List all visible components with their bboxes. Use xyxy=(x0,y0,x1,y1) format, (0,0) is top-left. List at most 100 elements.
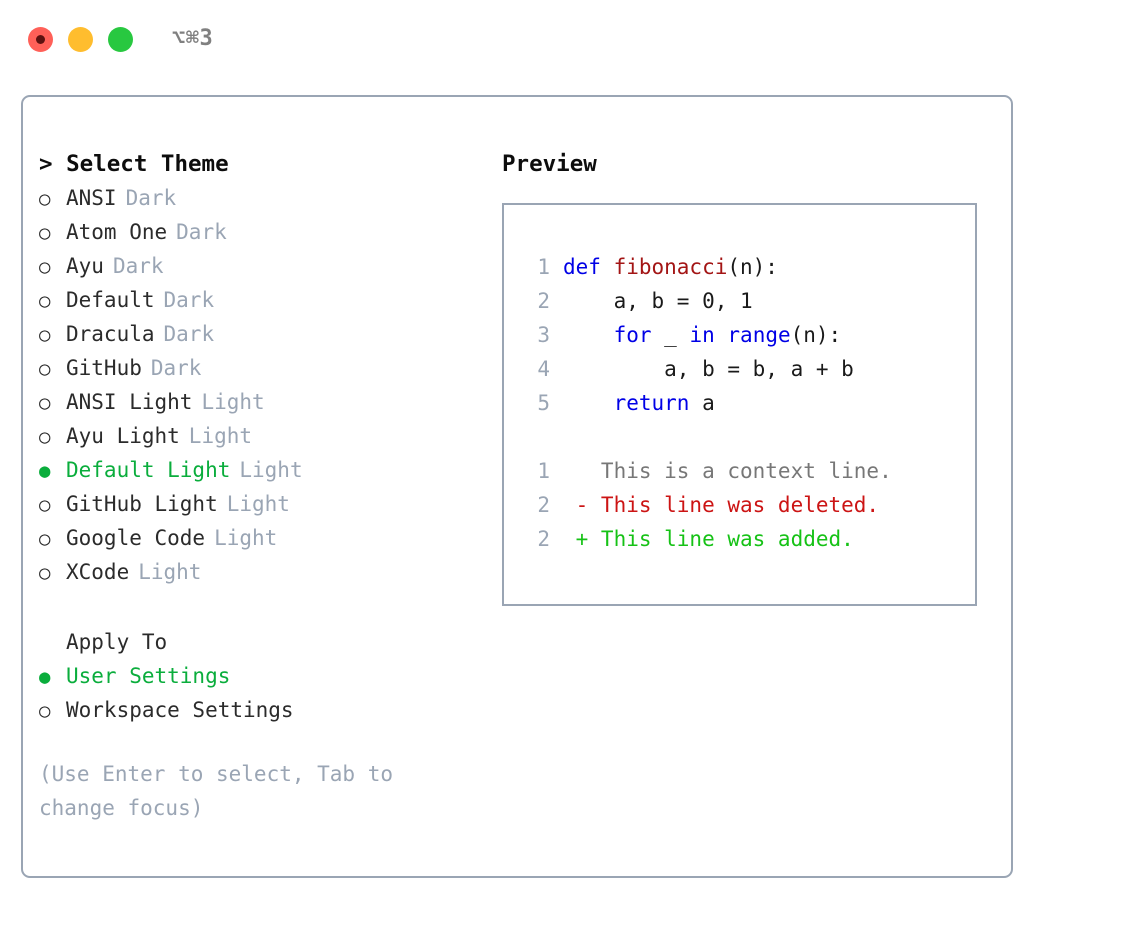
apply-to-label: Workspace Settings xyxy=(66,698,294,722)
radio-icon: ○ xyxy=(39,494,51,516)
token-keyword: def xyxy=(563,255,614,279)
app-window: > Select Theme ○ ANSI Dark ○ Atom One Da… xyxy=(21,95,1013,878)
code-text: def fibonacci(n): xyxy=(563,250,778,284)
radio-icon: ○ xyxy=(39,358,51,380)
theme-option-github-light[interactable]: ○ GitHub Light Light xyxy=(39,487,479,521)
theme-kind: Light xyxy=(226,492,290,516)
close-button[interactable] xyxy=(28,26,53,52)
title-bar: ⌥⌘3 xyxy=(0,0,1140,78)
window-content: > Select Theme ○ ANSI Dark ○ Atom One Da… xyxy=(23,97,1011,876)
code-line: 3 for _ in range(n): xyxy=(516,318,975,352)
line-number: 2 xyxy=(537,527,550,551)
theme-name: ANSI xyxy=(66,186,117,210)
code-preview-box: 1 def fibonacci(n): 2 a, b = 0, 1 3 for … xyxy=(502,203,977,606)
theme-kind: Dark xyxy=(163,322,215,346)
theme-kind: Light xyxy=(214,526,278,550)
code-text: return a xyxy=(563,386,715,420)
code-spacer xyxy=(516,420,975,454)
token-plain: a xyxy=(689,391,715,415)
diff-text: + This line was added. xyxy=(563,527,854,551)
theme-option-google-code[interactable]: ○ Google Code Light xyxy=(39,521,479,555)
radio-icon: ○ xyxy=(39,528,51,550)
token-plain: a, b = b, a + b xyxy=(563,357,854,381)
diff-line-context: 1 This is a context line. xyxy=(516,454,975,488)
theme-option-ansi[interactable]: ○ ANSI Dark xyxy=(39,181,479,215)
theme-list-header: > Select Theme xyxy=(39,151,229,177)
theme-name: Dracula xyxy=(66,322,155,346)
radio-icon: ○ xyxy=(39,392,51,414)
line-number: 1 xyxy=(537,459,550,483)
theme-option-atom-one[interactable]: ○ Atom One Dark xyxy=(39,215,479,249)
token-plain: _ xyxy=(651,323,690,347)
theme-option-github[interactable]: ○ GitHub Dark xyxy=(39,351,479,385)
token-plain: a, b = 0, 1 xyxy=(563,289,753,313)
token-plain: (n): xyxy=(727,255,778,279)
theme-name: Default xyxy=(66,288,155,312)
preview-panel: Preview 1 def fibonacci(n): 2 a, b = 0, … xyxy=(502,147,992,606)
token-plain xyxy=(563,391,614,415)
theme-name: Atom One xyxy=(66,220,168,244)
theme-kind: Dark xyxy=(176,220,227,244)
token-function: fibonacci xyxy=(613,255,728,279)
theme-option-default[interactable]: ○ Default Dark xyxy=(39,283,479,317)
minimize-button[interactable] xyxy=(68,26,93,52)
token-plain: (n): xyxy=(790,323,842,347)
radio-icon: ○ xyxy=(39,562,51,584)
diff-text: - This line was deleted. xyxy=(563,493,880,517)
radio-icon: ○ xyxy=(39,290,51,312)
line-number: 2 xyxy=(537,493,550,517)
keyboard-hint: (Use Enter to select, Tab to change focu… xyxy=(39,762,406,820)
close-focus-pip xyxy=(36,34,45,44)
code-text: a, b = b, a + b xyxy=(563,352,854,386)
radio-icon: ○ xyxy=(39,188,51,210)
theme-name: GitHub Light xyxy=(66,492,218,516)
theme-kind: Dark xyxy=(112,254,164,278)
radio-icon: ○ xyxy=(39,700,51,722)
radio-icon: ○ xyxy=(39,222,51,244)
diff-text: This is a context line. xyxy=(563,459,892,483)
token-plain xyxy=(715,323,728,347)
theme-name: GitHub xyxy=(66,356,142,380)
line-number: 5 xyxy=(537,391,550,415)
token-plain xyxy=(563,323,614,347)
token-builtin: range xyxy=(727,323,791,347)
theme-name: Default Light xyxy=(66,458,231,482)
maximize-button[interactable] xyxy=(108,26,133,52)
apply-to-user-settings[interactable]: ● User Settings xyxy=(39,659,479,693)
theme-option-dracula[interactable]: ○ Dracula Dark xyxy=(39,317,479,351)
theme-option-ayu[interactable]: ○ Ayu Dark xyxy=(39,249,479,283)
diff-line-deleted: 2 - This line was deleted. xyxy=(516,488,975,522)
apply-to-label: User Settings xyxy=(66,664,231,688)
line-number: 1 xyxy=(537,255,550,279)
theme-kind: Dark xyxy=(163,288,215,312)
theme-kind: Light xyxy=(239,458,303,482)
theme-name: XCode xyxy=(66,560,130,584)
radio-icon: ○ xyxy=(39,324,51,346)
apply-to-list: ● User Settings ○ Workspace Settings xyxy=(39,659,479,727)
diff-line-added: 2 + This line was added. xyxy=(516,522,975,556)
theme-list: ○ ANSI Dark ○ Atom One Dark ○ Ayu Dark ○… xyxy=(39,181,479,589)
theme-option-default-light[interactable]: ● Default Light Light xyxy=(39,453,479,487)
code-text: for _ in range(n): xyxy=(563,318,842,352)
line-number: 3 xyxy=(537,323,550,347)
theme-kind: Dark xyxy=(150,356,202,380)
preview-header: Preview xyxy=(502,151,597,177)
theme-option-ayu-light[interactable]: ○ Ayu Light Light xyxy=(39,419,479,453)
theme-option-ansi-light[interactable]: ○ ANSI Light Light xyxy=(39,385,479,419)
token-keyword: for xyxy=(613,323,652,347)
theme-option-xcode[interactable]: ○ XCode Light xyxy=(39,555,479,589)
radio-icon-selected: ● xyxy=(39,460,51,482)
line-number: 4 xyxy=(537,357,550,381)
code-line: 2 a, b = 0, 1 xyxy=(516,284,975,318)
theme-kind: Light xyxy=(138,560,202,584)
theme-name: Ayu Light xyxy=(66,424,180,448)
theme-kind: Dark xyxy=(125,186,177,210)
spacer xyxy=(39,589,479,625)
radio-icon: ○ xyxy=(39,426,51,448)
apply-to-workspace-settings[interactable]: ○ Workspace Settings xyxy=(39,693,479,727)
theme-kind: Light xyxy=(201,390,265,414)
code-text: a, b = 0, 1 xyxy=(563,284,753,318)
token-keyword: return xyxy=(613,391,690,415)
theme-name: Ayu xyxy=(66,254,104,278)
window-controls xyxy=(28,26,133,52)
